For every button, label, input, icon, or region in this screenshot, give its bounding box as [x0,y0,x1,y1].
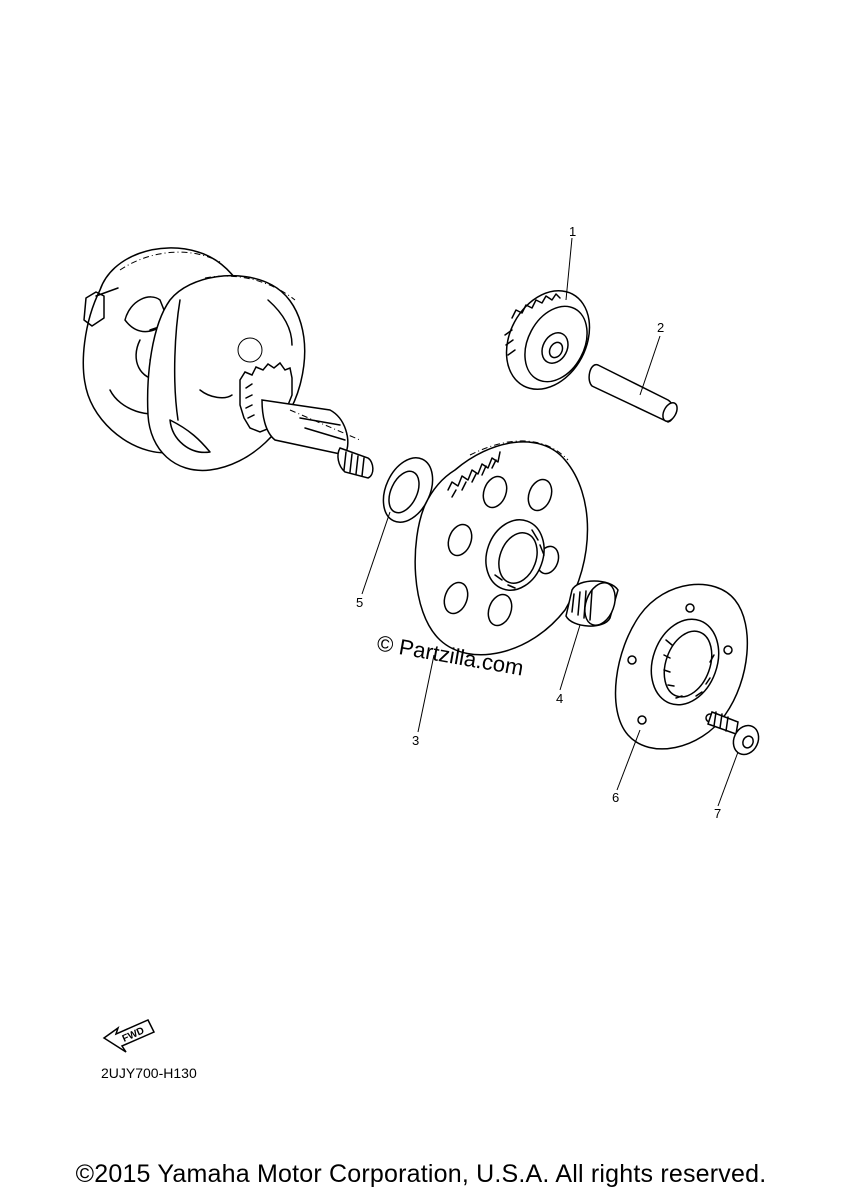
callout-4: 4 [556,691,563,706]
wheel-gear-drawing [414,440,589,656]
one-way-clutch-drawing [614,583,749,750]
fwd-arrow-icon: FWD [102,1019,156,1053]
copyright-notice: ©2015 Yamaha Motor Corporation, U.S.A. A… [75,1160,767,1188]
callout-1: 1 [569,224,576,239]
needle-bearing-drawing [565,580,619,627]
callout-leaders [361,237,739,807]
callout-5: 5 [356,595,363,610]
callout-2: 2 [657,320,664,335]
diagram-code: 2UJY700-H130 [101,1065,197,1081]
bolt-drawing [707,711,760,756]
callout-7: 7 [714,806,721,821]
crankshaft-drawing [82,247,374,479]
callout-6: 6 [612,790,619,805]
idle-gear-drawing [504,289,591,391]
gear-shaft-drawing [588,364,678,423]
fwd-label: FWD [121,1025,146,1044]
callout-3: 3 [412,733,419,748]
washer-drawing [382,457,434,523]
